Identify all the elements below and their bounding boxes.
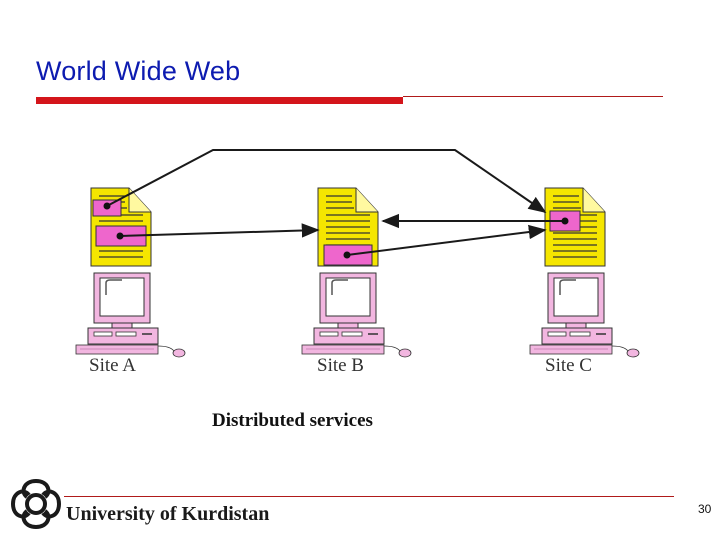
site-b	[301, 187, 412, 358]
footer-university-name: University of Kurdistan	[66, 503, 270, 525]
diagram-caption: Distributed services	[212, 410, 373, 431]
site-a-computer-icon	[75, 272, 186, 358]
title-underline-red	[36, 97, 403, 104]
arrow-origin-dot	[116, 232, 124, 240]
arrow-site-a-to-site-b	[119, 223, 320, 238]
site-c-computer-icon	[529, 272, 640, 358]
title-underline-line	[403, 96, 663, 97]
site-a-label: Site A	[89, 355, 136, 376]
arrow-origin-dot	[343, 251, 351, 259]
site-c	[529, 187, 640, 358]
site-b-computer-icon	[301, 272, 412, 358]
arrow-site-a-to-site-c	[106, 149, 547, 214]
slide-title: World Wide Web	[36, 56, 241, 86]
site-b-label: Site B	[317, 355, 364, 376]
footer-divider	[64, 496, 674, 497]
arrow-origin-dot	[103, 202, 111, 210]
page-number: 30	[698, 502, 712, 516]
site-c-label: Site C	[545, 355, 592, 376]
site-a	[75, 187, 186, 358]
university-logo	[11, 479, 61, 529]
arrow-site-b-to-site-c	[346, 224, 547, 256]
arrow-origin-dot	[561, 217, 569, 225]
